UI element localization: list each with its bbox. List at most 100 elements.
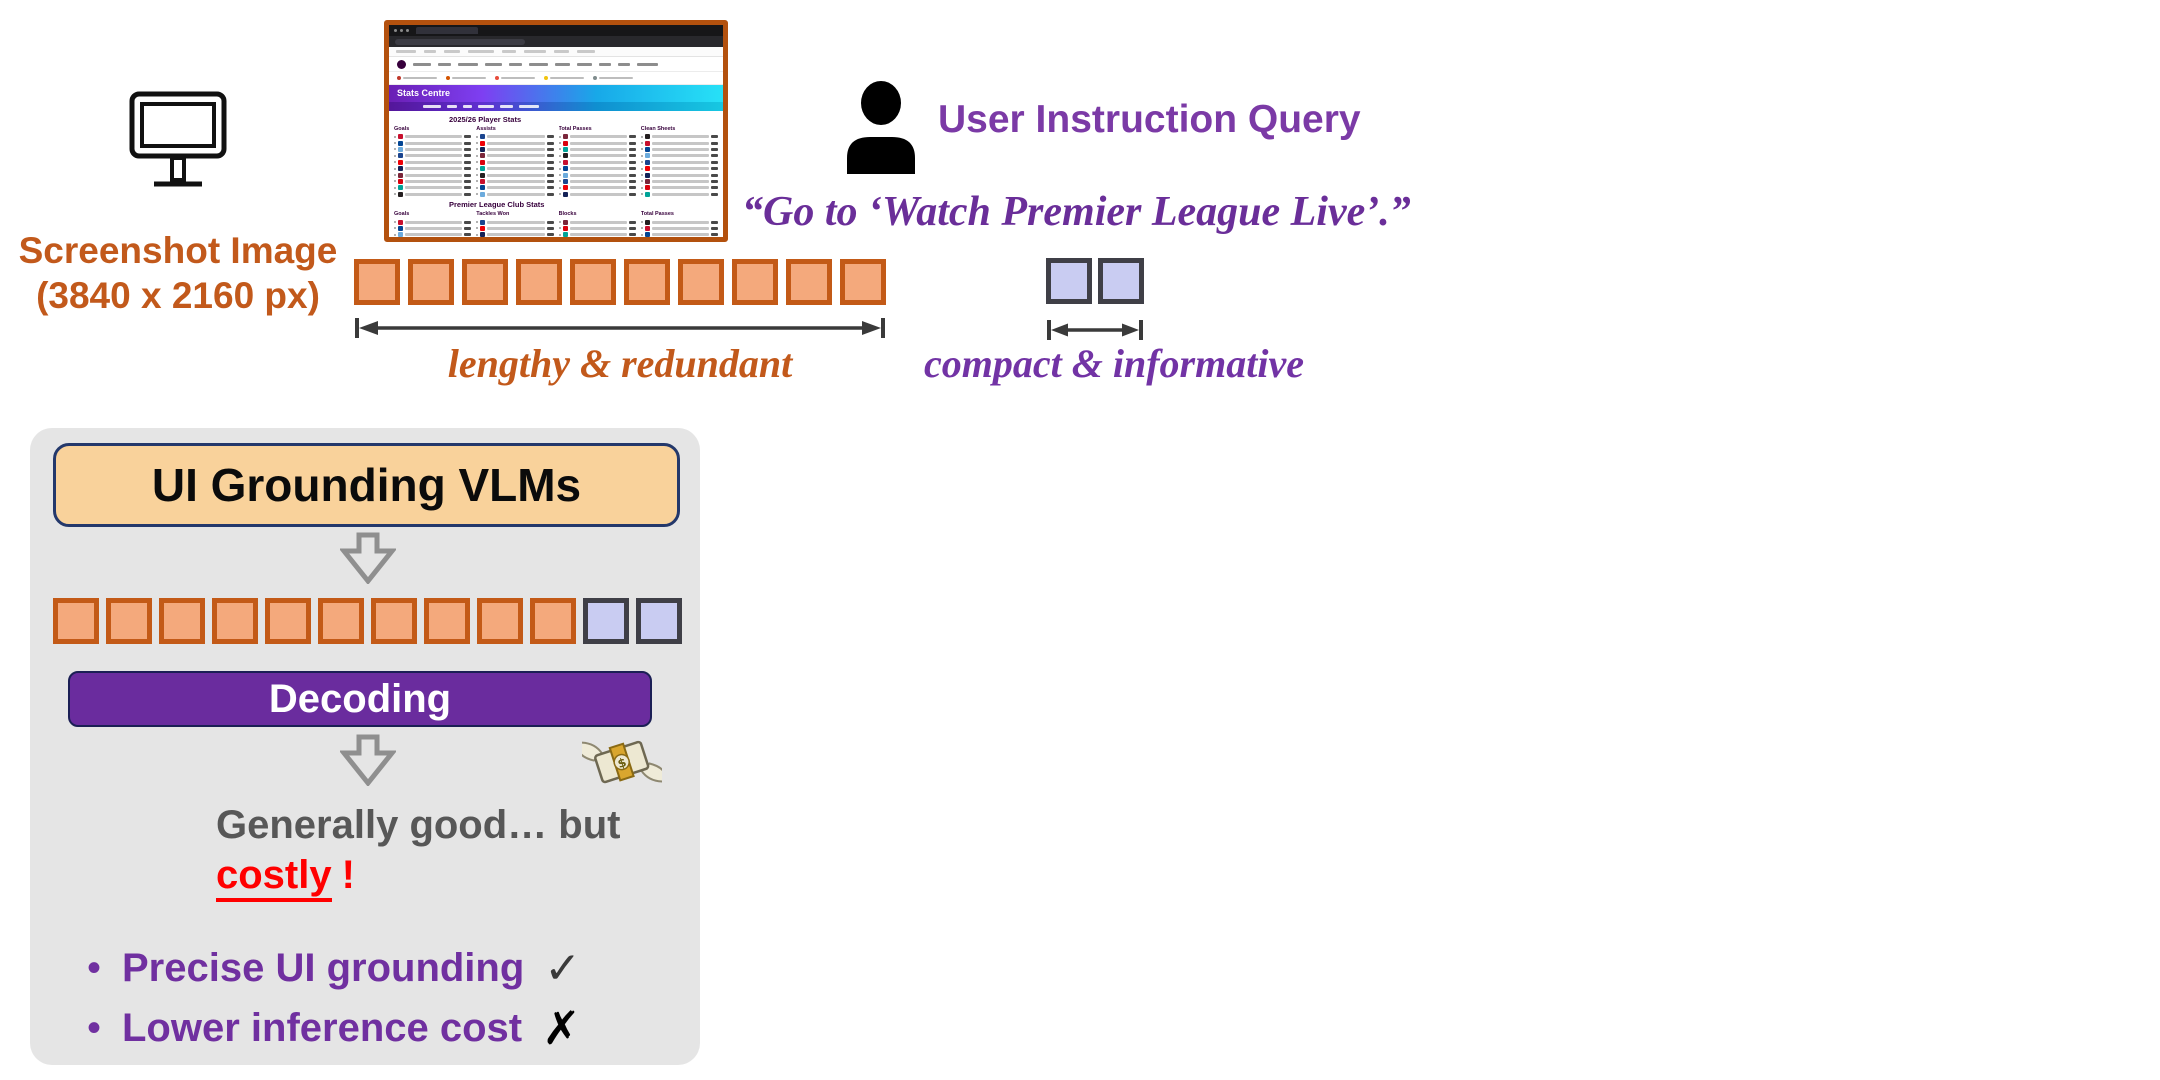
query-token	[1098, 258, 1144, 304]
monitor-icon	[129, 91, 227, 187]
image-token	[516, 259, 562, 305]
pipeline-input-token-row	[53, 598, 682, 644]
mini-stats-row	[394, 172, 472, 178]
cross-icon: ✗	[542, 1001, 581, 1055]
mini-premier-league-logo	[397, 59, 406, 69]
result-line2: costly!	[216, 850, 620, 902]
bullet-item-precise-grounding: • Precise UI grounding ✓	[66, 938, 581, 998]
mini-column-header: Total Passes	[640, 211, 674, 218]
bullet-text: Precise UI grounding	[122, 945, 525, 990]
vlm-title-pill: UI Grounding VLMs	[53, 443, 680, 527]
vlm-pipeline-panel: UI Grounding VLMs Decoding $ Generally g…	[30, 428, 700, 1065]
down-arrow-icon	[340, 734, 396, 786]
image-token	[624, 259, 670, 305]
mini-stats-row	[558, 191, 636, 197]
mini-stats-row	[558, 185, 636, 191]
image-token	[462, 259, 508, 305]
mini-stats-row	[476, 219, 554, 225]
mini-stats-row	[640, 185, 718, 191]
mini-stats-centre-banner: Stats Centre	[389, 85, 723, 102]
image-token	[408, 259, 454, 305]
mini-stats-column: Goals	[394, 126, 472, 197]
image-token	[354, 259, 400, 305]
lengthy-caption: lengthy & redundant	[447, 341, 793, 386]
mini-stats-row	[394, 140, 472, 146]
mini-news-ticker	[389, 72, 723, 85]
mini-stats-row	[476, 225, 554, 231]
mini-stats-row	[640, 172, 718, 178]
decoding-bar: Decoding	[68, 671, 652, 727]
money-with-wings-icon: $	[582, 740, 662, 784]
mini-stats-row	[476, 232, 554, 237]
costly-text: costly	[216, 853, 332, 902]
mini-stats-row	[476, 146, 554, 152]
query-token	[636, 598, 682, 644]
mini-stats-row	[476, 153, 554, 159]
compact-dimension-arrow	[1047, 320, 1143, 340]
image-token	[678, 259, 724, 305]
mini-column-header: Tackles Won	[476, 211, 510, 218]
mini-stats-row	[476, 159, 554, 165]
mini-browser-urlbar	[389, 36, 723, 47]
compact-caption: compact & informative	[924, 341, 1304, 386]
mini-stats-row	[558, 140, 636, 146]
mini-stats-column: Goals	[394, 211, 472, 237]
mini-stats-row	[476, 134, 554, 140]
image-token	[371, 598, 417, 644]
image-token	[732, 259, 778, 305]
mini-column-header: Clean Sheets	[640, 126, 676, 132]
mini-stats-row	[558, 165, 636, 172]
mini-stats-row	[394, 134, 472, 140]
mini-site-nav	[389, 57, 723, 72]
mini-stats-column: Clean Sheets	[640, 126, 718, 197]
image-token	[159, 598, 205, 644]
screenshot-label-line2: (3840 x 2160 px)	[36, 275, 320, 317]
mini-bookmarks-bar	[389, 47, 723, 57]
mini-stats-row	[394, 225, 472, 231]
query-token	[1046, 258, 1092, 304]
mini-club-stats-heading: Premier League Club Stats	[449, 200, 545, 210]
image-token	[265, 598, 311, 644]
screenshot-label-line1: Screenshot Image	[18, 230, 338, 271]
result-text: Generally good… but costly!	[216, 800, 620, 902]
mini-stats-subnav	[389, 102, 723, 111]
image-token	[570, 259, 616, 305]
user-icon	[847, 81, 915, 174]
mini-stats-row	[640, 191, 718, 197]
mini-stats-row	[640, 165, 718, 172]
mini-stats-row	[640, 225, 718, 231]
mini-stats-row	[558, 178, 636, 184]
bullet-dot: •	[86, 1005, 101, 1050]
mini-banner-title: Stats Centre	[397, 88, 451, 98]
mini-stats-row	[558, 146, 636, 152]
image-token-row	[354, 259, 886, 305]
mini-stats-row	[640, 134, 718, 140]
mini-stats-row	[476, 140, 554, 146]
mini-stats-row	[640, 153, 718, 159]
mini-stats-row	[394, 191, 472, 197]
mini-stats-row	[394, 232, 472, 237]
mini-column-header: Assists	[476, 126, 496, 132]
mini-column-header: Goals	[394, 126, 410, 132]
mini-stats-row	[640, 178, 718, 184]
image-token	[477, 598, 523, 644]
mini-stats-row	[558, 159, 636, 165]
mini-stats-row	[394, 185, 472, 191]
image-token	[318, 598, 364, 644]
mini-stats-row	[476, 165, 554, 172]
image-token	[786, 259, 832, 305]
svg-text:$: $	[616, 755, 628, 771]
down-arrow-icon	[340, 532, 396, 584]
mini-stats-row	[558, 134, 636, 140]
mini-stats-column: Tackles Won	[476, 211, 554, 237]
mini-stats-row	[640, 159, 718, 165]
mini-stats-row	[394, 178, 472, 184]
mini-stats-row	[476, 172, 554, 178]
image-token	[840, 259, 886, 305]
image-token	[424, 598, 470, 644]
query-quote: “Go to ‘Watch Premier League Live’.”	[742, 189, 1411, 235]
mini-stats-row	[476, 191, 554, 197]
